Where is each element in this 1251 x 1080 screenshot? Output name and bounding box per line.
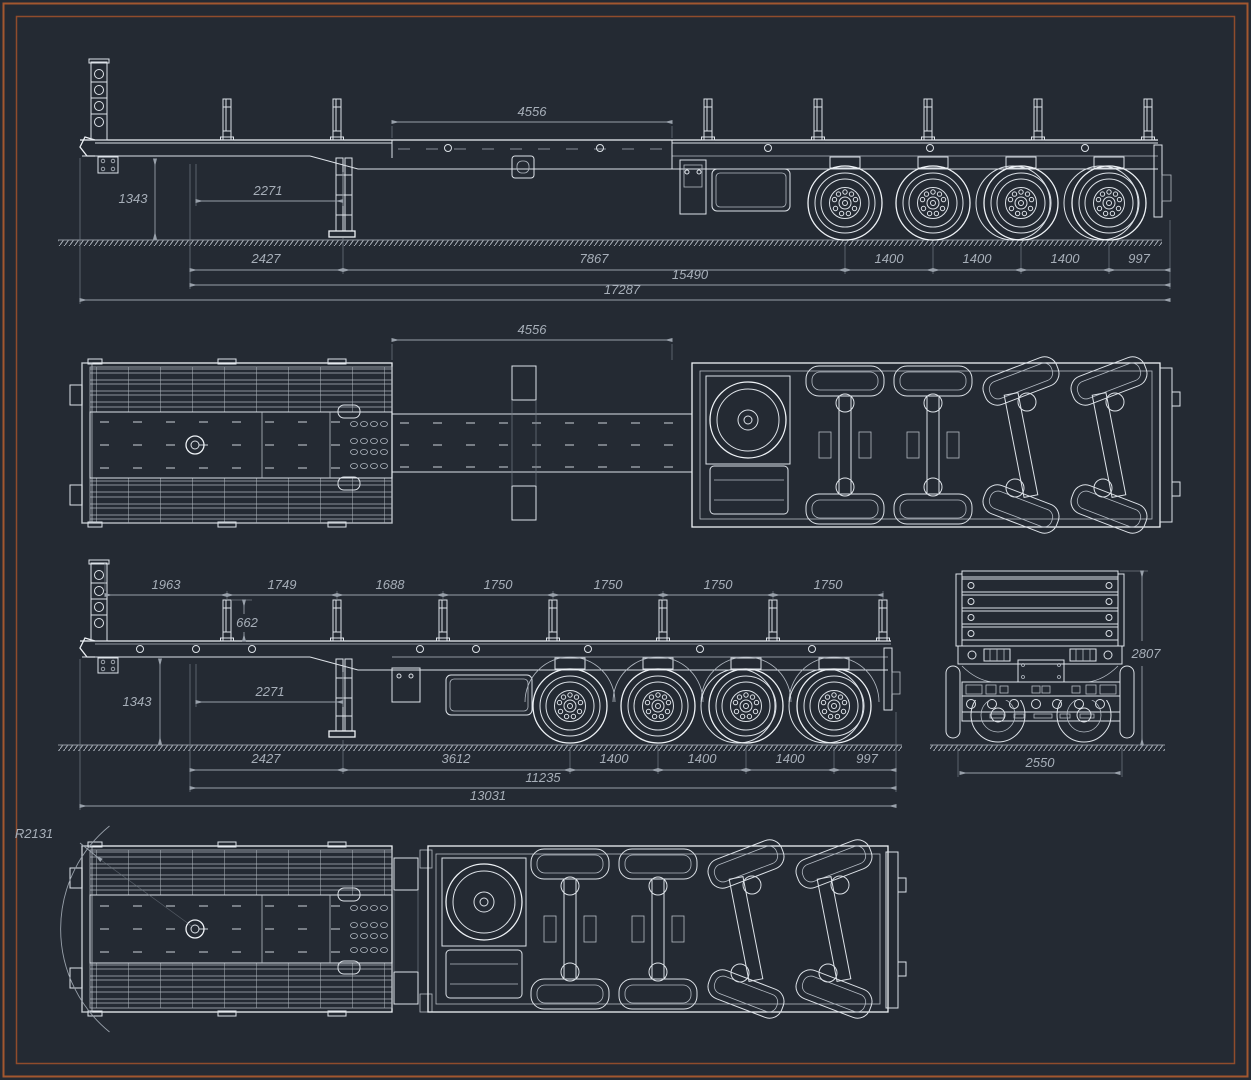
dim-stake-height: 662 xyxy=(236,615,258,630)
dim-stake-6: 1750 xyxy=(704,577,734,592)
ground-line xyxy=(58,239,1162,246)
dim-kingpin-to-leg: 2427 xyxy=(251,251,282,266)
axle-plan-fixed-2 xyxy=(618,848,698,1010)
dim-stake-2: 1749 xyxy=(268,577,297,592)
axle-plan-fixed-1 xyxy=(805,365,885,525)
toolbox xyxy=(391,667,533,716)
chassis xyxy=(79,136,1172,218)
axle-plan-steered-1 xyxy=(703,835,789,1023)
axle-plan-fixed-1 xyxy=(530,848,610,1010)
dim-kingpin-to-rear: 15490 xyxy=(672,267,709,282)
front-deck-plan xyxy=(69,841,393,1017)
view-plan-extended: 4556 xyxy=(69,322,1181,538)
rear-bogie-plan xyxy=(393,835,907,1023)
dim-stake-1: 1963 xyxy=(152,577,182,592)
dim-overall-length: 13031 xyxy=(470,788,506,803)
dim-leg-to-first-axle: 7867 xyxy=(580,251,610,266)
landing-gear xyxy=(328,658,356,738)
front-deck-plan xyxy=(69,358,393,528)
dim-axle-spacing-1: 1400 xyxy=(875,251,905,266)
dim-extension: 4556 xyxy=(518,104,548,119)
lock-hole-grid xyxy=(350,421,388,469)
dim-overall-length: 17287 xyxy=(604,282,641,297)
dim-neck-length: 2271 xyxy=(255,684,285,699)
dimensions-plan-extended: 4556 xyxy=(391,322,673,360)
ground-line xyxy=(58,744,902,751)
axles xyxy=(807,156,1147,241)
view-rear: 2807 2550 xyxy=(930,570,1165,777)
dimensions-side-retracted: 1963 1749 1688 1750 1750 1750 1750 662 1… xyxy=(79,563,897,810)
rear-wheels xyxy=(970,700,1112,743)
body xyxy=(945,570,1135,743)
dim-axle-spacing-2: 1400 xyxy=(688,751,718,766)
rear-bogie-plan xyxy=(691,352,1181,538)
dim-axle-spacing-3: 1400 xyxy=(1051,251,1081,266)
dimensions-rear: 2807 2550 xyxy=(957,570,1162,777)
dim-overall-height: 2807 xyxy=(1131,646,1162,661)
dim-deck-height: 1343 xyxy=(119,191,149,206)
dim-kingpin-to-leg: 2427 xyxy=(251,751,282,766)
dim-overall-width: 2550 xyxy=(1025,755,1056,770)
dim-rear-overhang: 997 xyxy=(1128,251,1150,266)
landing-gear xyxy=(328,157,356,238)
axle-plan-steered-2 xyxy=(791,835,877,1023)
dim-axle-spacing-3: 1400 xyxy=(776,751,806,766)
ground-line xyxy=(930,744,1165,751)
dim-stake-5: 1750 xyxy=(594,577,624,592)
dim-kingpin-radius: R2131 xyxy=(15,826,53,841)
axle-plan-steered-2 xyxy=(1066,352,1152,538)
dimensions-side-extended: 4556 1343 2271 2427 7867 1400 1400 1400 … xyxy=(79,104,1171,304)
dim-neck-length: 2271 xyxy=(253,183,283,198)
lock-hole-grid xyxy=(350,905,388,953)
dim-axle-spacing-1: 1400 xyxy=(600,751,630,766)
view-plan-retracted: R2131 xyxy=(15,825,907,1033)
dim-extension-plan: 4556 xyxy=(518,322,548,337)
extension-beam-plan xyxy=(391,365,693,521)
axle-plan-fixed-2 xyxy=(893,365,973,525)
dim-stake-3: 1688 xyxy=(376,577,406,592)
swing-radius-annotation: R2131 xyxy=(15,825,194,1033)
toolbox xyxy=(679,159,791,215)
axle-plan-steered-1 xyxy=(978,352,1064,538)
view-side-extended: 4556 1343 2271 2427 7867 1400 1400 1400 … xyxy=(58,58,1172,304)
spare-wheel xyxy=(705,375,791,515)
dim-stake-7: 1750 xyxy=(814,577,844,592)
dim-stake-4: 1750 xyxy=(484,577,514,592)
dim-axle-spacing-2: 1400 xyxy=(963,251,993,266)
dim-kingpin-to-rear: 11235 xyxy=(525,770,561,785)
dim-leg-to-first-axle: 3612 xyxy=(442,751,472,766)
dim-rear-overhang: 997 xyxy=(856,751,878,766)
chassis xyxy=(79,637,901,711)
view-side-retracted: 1963 1749 1688 1750 1750 1750 1750 662 1… xyxy=(58,559,902,810)
drawing-frame-inner xyxy=(15,15,1236,1065)
spare-wheel xyxy=(441,857,527,999)
dim-deck-height: 1343 xyxy=(123,694,153,709)
axles xyxy=(524,656,880,744)
